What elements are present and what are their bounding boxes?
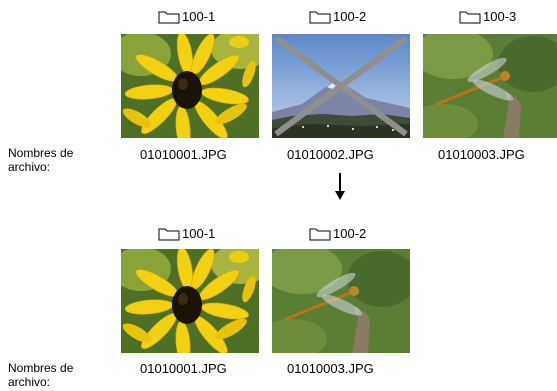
thumbnail-mountain-deleted [272, 34, 410, 138]
folder-name: 100-2 [333, 9, 367, 24]
file-name: 01010001.JPG [140, 147, 227, 162]
folder-name: 100-1 [182, 226, 216, 241]
file-name: 01010003.JPG [438, 147, 525, 162]
folder-name: 100-1 [182, 9, 216, 24]
flower-photo [121, 34, 259, 138]
folder-icon [309, 11, 331, 24]
folder-icon [158, 11, 180, 24]
folder-label-100-3-top: 100-3 [459, 8, 516, 26]
folder-label-100-1-bottom: 100-1 [158, 225, 215, 243]
file-names-label-bottom: Nombres de archivo: [8, 361, 74, 389]
folder-label-100-2-bottom: 100-2 [309, 225, 366, 243]
thumbnail-dragonfly-bottom [272, 249, 410, 353]
folder-name: 100-2 [333, 226, 367, 241]
file-name: 01010001.JPG [140, 361, 227, 376]
folder-icon [459, 11, 481, 24]
file-names-label-top: Nombres de archivo: [8, 146, 74, 174]
cross-mark [274, 35, 408, 137]
folder-label-100-1-top: 100-1 [158, 8, 215, 26]
thumbnail-flower-bottom [121, 249, 259, 353]
folder-name: 100-3 [483, 9, 517, 24]
dragonfly-photo [272, 249, 410, 353]
folder-label-100-2-top: 100-2 [309, 8, 366, 26]
flower-photo [121, 249, 259, 353]
folder-icon [309, 228, 331, 241]
thumbnail-dragonfly-top [423, 34, 557, 138]
mountain-photo [272, 34, 410, 138]
file-name: 01010003.JPG [287, 361, 374, 376]
dragonfly-photo [423, 34, 557, 138]
arrow-down-icon [335, 173, 345, 200]
thumbnail-flower-top [121, 34, 259, 138]
file-name: 01010002.JPG [287, 147, 374, 162]
folder-icon [158, 228, 180, 241]
